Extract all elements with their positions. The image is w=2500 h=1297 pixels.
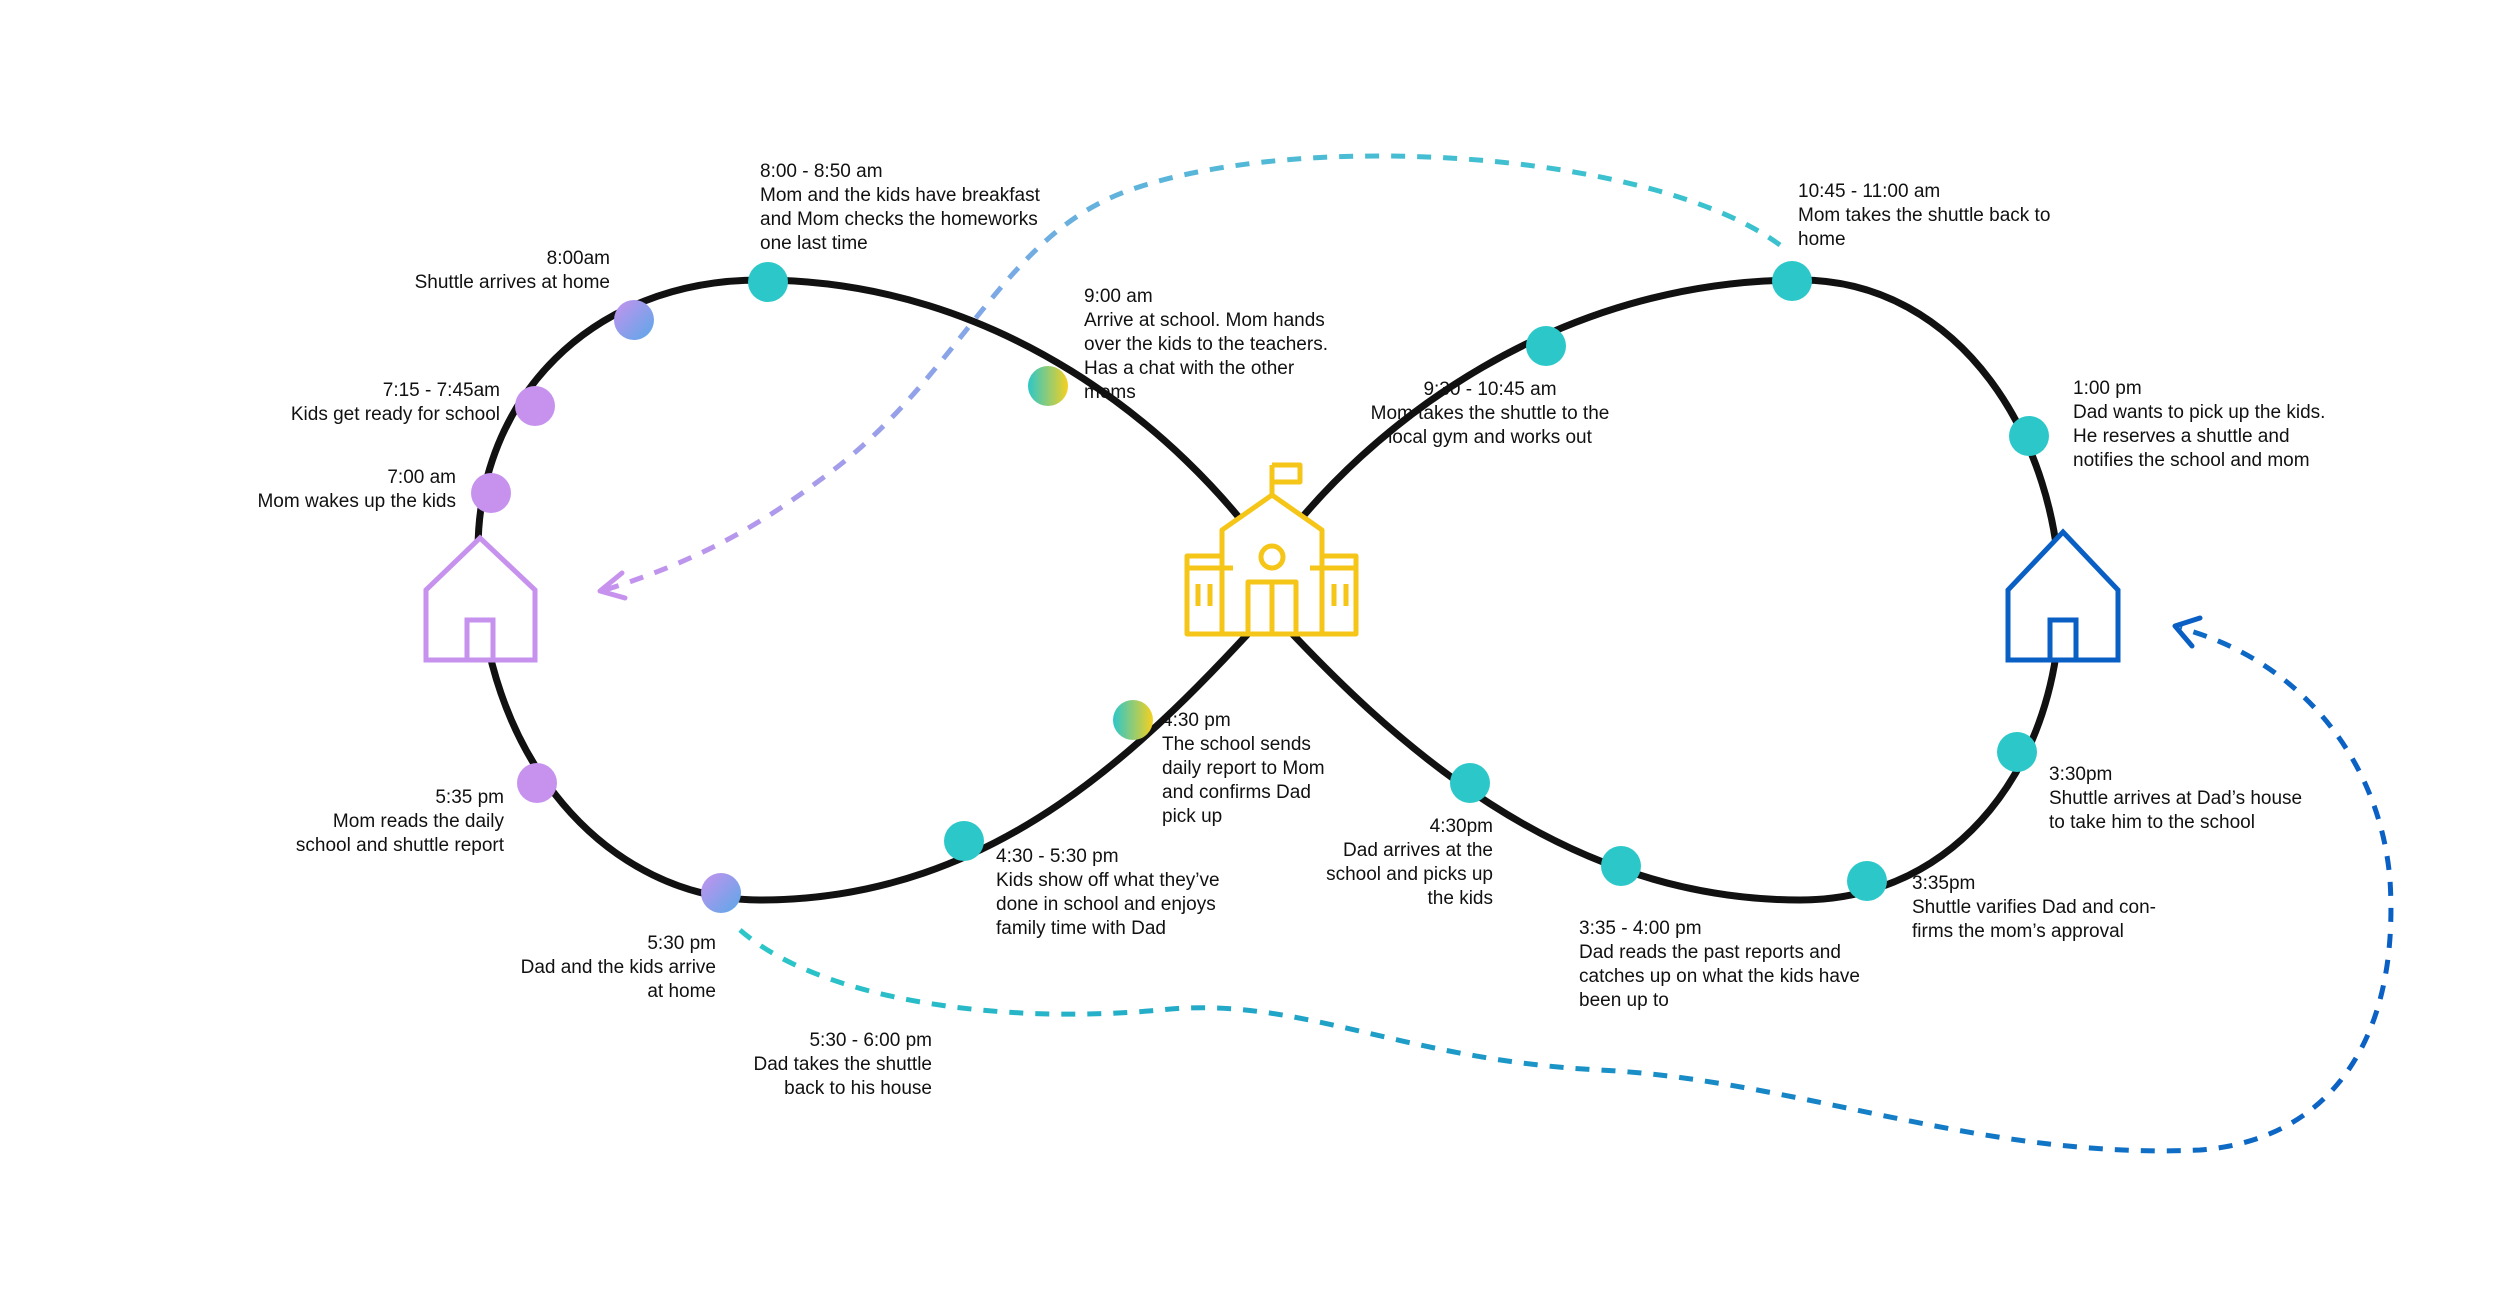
event-time: 5:35 pm — [435, 787, 504, 808]
event-time: 4:30 - 5:30 pm — [996, 846, 1119, 867]
event-label: 9:00 am Arrive at school. Mom hands over … — [1084, 285, 1328, 405]
event-label: 1:00 pm Dad wants to pick up the kids. He… — [2073, 377, 2325, 473]
event-label: 5:30 - 6:00 pm Dad takes the shuttle back… — [754, 1029, 933, 1101]
event-label: 4:30 pm The school sends daily report to … — [1162, 709, 1325, 829]
event-label: 4:30 - 5:30 pm Kids show off what they’ve… — [996, 845, 1220, 941]
arrowhead-top — [597, 570, 628, 601]
event-label: 9:30 - 10:45 am Mom takes the shuttle to … — [1370, 378, 1610, 450]
event-description: Mom takes the shuttle back to home — [1798, 205, 2051, 250]
event-node — [517, 763, 557, 803]
event-time: 4:30pm — [1429, 816, 1493, 837]
event-description: Dad arrives at the school and picks up t… — [1326, 840, 1493, 909]
event-node — [1997, 732, 2037, 772]
event-time: 5:30 pm — [647, 933, 716, 954]
event-node — [1450, 763, 1490, 803]
return-arrow-bottom — [738, 625, 2394, 1154]
event-description: Kids get ready for school — [290, 404, 500, 425]
event-time: 3:30pm — [2049, 764, 2113, 785]
event-time: 9:30 - 10:45 am — [1423, 379, 1557, 400]
event-description: Shuttle arrives at home — [414, 272, 610, 293]
event-description: Mom and the kids have breakfast and Mom … — [760, 185, 1040, 254]
event-description: Shuttle arrives at Dad’s house to take h… — [2049, 788, 2303, 833]
event-description: Kids show off what they’ve done in schoo… — [996, 870, 1220, 939]
event-description: Dad reads the past reports and catches u… — [1579, 942, 1860, 1011]
event-node — [1113, 700, 1153, 740]
event-time: 4:30 pm — [1162, 710, 1231, 731]
school-icon — [1184, 462, 1359, 637]
event-time: 10:45 - 11:00 am — [1798, 181, 1941, 202]
event-node — [701, 873, 741, 913]
arrowhead-bottom — [2172, 615, 2203, 649]
return-arrow-top — [604, 153, 1782, 593]
event-time: 1:00 pm — [2073, 378, 2142, 399]
event-description: Dad takes the shuttle back to his house — [753, 1054, 933, 1099]
event-time: 8:00am — [546, 248, 610, 269]
event-label: 5:35 pm Mom reads the daily school and sh… — [296, 786, 504, 858]
event-description: Dad and the kids arrive at home — [520, 957, 716, 1002]
event-description: Mom reads the daily school and shuttle r… — [295, 811, 504, 856]
event-time: 7:00 am — [387, 467, 456, 488]
house-icon — [423, 534, 538, 663]
event-description: Shuttle varifies Dad and con- firms the … — [1912, 897, 2156, 942]
event-node — [471, 473, 511, 513]
event-node — [1847, 861, 1887, 901]
event-node — [2009, 416, 2049, 456]
event-label: 10:45 - 11:00 am Mom takes the shuttle ba… — [1798, 180, 2050, 252]
event-label: 3:35 - 4:00 pm Dad reads the past reports… — [1579, 917, 1860, 1013]
event-time: 9:00 am — [1084, 286, 1153, 307]
event-label: 7:00 am Mom wakes up the kids — [257, 466, 456, 514]
event-description: Mom takes the shuttle to the local gym a… — [1370, 403, 1610, 448]
event-node — [515, 386, 555, 426]
event-description: Arrive at school. Mom hands over the kid… — [1084, 310, 1328, 403]
event-node — [1526, 326, 1566, 366]
event-node — [614, 300, 654, 340]
event-label: 5:30 pm Dad and the kids arrive at home — [521, 932, 716, 1004]
event-node — [748, 262, 788, 302]
event-label: 8:00 - 8:50 am Mom and the kids have brea… — [760, 160, 1040, 256]
event-node — [1772, 261, 1812, 301]
event-node — [944, 821, 984, 861]
event-time: 5:30 - 6:00 pm — [809, 1030, 932, 1051]
event-time: 7:15 - 7:45am — [382, 380, 500, 401]
event-node — [1028, 366, 1068, 406]
event-description: The school sends daily report to Mom and… — [1162, 734, 1325, 827]
event-node — [1601, 846, 1641, 886]
event-time: 3:35 - 4:00 pm — [1579, 918, 1702, 939]
event-description: Dad wants to pick up the kids. He reserv… — [2073, 402, 2326, 471]
event-time: 3:35pm — [1912, 873, 1976, 894]
event-description: Mom wakes up the kids — [257, 491, 456, 512]
event-time: 8:00 - 8:50 am — [760, 161, 883, 182]
house-icon — [2005, 528, 2121, 663]
